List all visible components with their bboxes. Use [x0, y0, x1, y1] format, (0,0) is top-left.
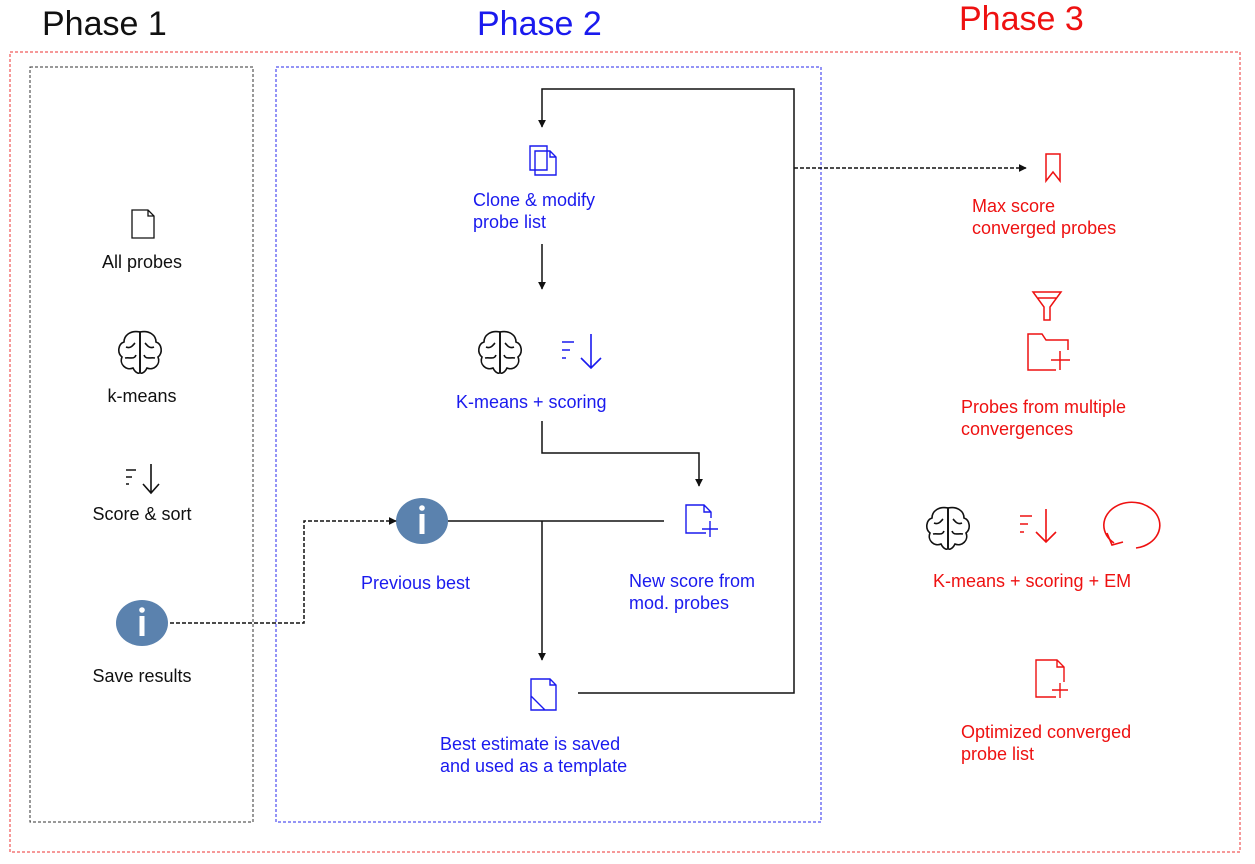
phase2-container: [275, 66, 822, 823]
sort-descending-icon: [126, 464, 160, 495]
phase1-container: [29, 66, 254, 823]
brain-icon: [478, 330, 522, 374]
best-estimate-label: Best estimate is saved and used as a tem…: [440, 734, 628, 776]
brain-icon: [118, 330, 162, 374]
kmeans-to-new-score-arrow: [541, 421, 703, 487]
bookmark-icon: [1045, 153, 1061, 184]
save-results-label: Save results: [92, 666, 192, 686]
info-icon: [396, 498, 448, 544]
brain-icon: [926, 506, 970, 550]
kmeans-label: k-means: [107, 386, 177, 406]
info-icon: [116, 600, 168, 646]
kmeans-scoring-label: K-means + scoring: [456, 392, 607, 412]
all-probes-label: All probes: [101, 252, 183, 272]
previous-best-label: Previous best: [361, 573, 471, 593]
copy-icon: [529, 145, 557, 176]
phase3-container: [9, 51, 1241, 853]
filter-icon: [1031, 291, 1063, 321]
max-score-label: Max score converged probes: [972, 196, 1117, 238]
file-add-icon: [685, 504, 718, 537]
file-add-icon: [1035, 659, 1068, 698]
loop-back-arrow: [538, 88, 795, 694]
file-crop-icon: [530, 678, 557, 711]
cycle-icon: [1103, 501, 1161, 549]
kmeans-scoring-em-label: K-means + scoring + EM: [933, 571, 1132, 591]
phase1-title: Phase 1: [42, 5, 167, 43]
optimized-list-label: Optimized converged probe list: [961, 722, 1132, 764]
clone-modify-label: Clone & modify probe list: [473, 190, 596, 232]
save-results-to-previous-best-arrow: [170, 517, 397, 624]
multi-convergence-label: Probes from multiple convergences: [961, 397, 1127, 439]
folder-add-icon: [1027, 333, 1070, 371]
document-icon: [131, 209, 155, 239]
score-sort-label: Score & sort: [92, 504, 192, 524]
phase2-title: Phase 2: [477, 5, 602, 43]
sort-descending-icon: [562, 334, 602, 370]
new-score-label: New score from mod. probes: [629, 571, 756, 613]
sort-descending-icon: [1020, 509, 1057, 544]
phase3-title: Phase 3: [959, 0, 1084, 38]
